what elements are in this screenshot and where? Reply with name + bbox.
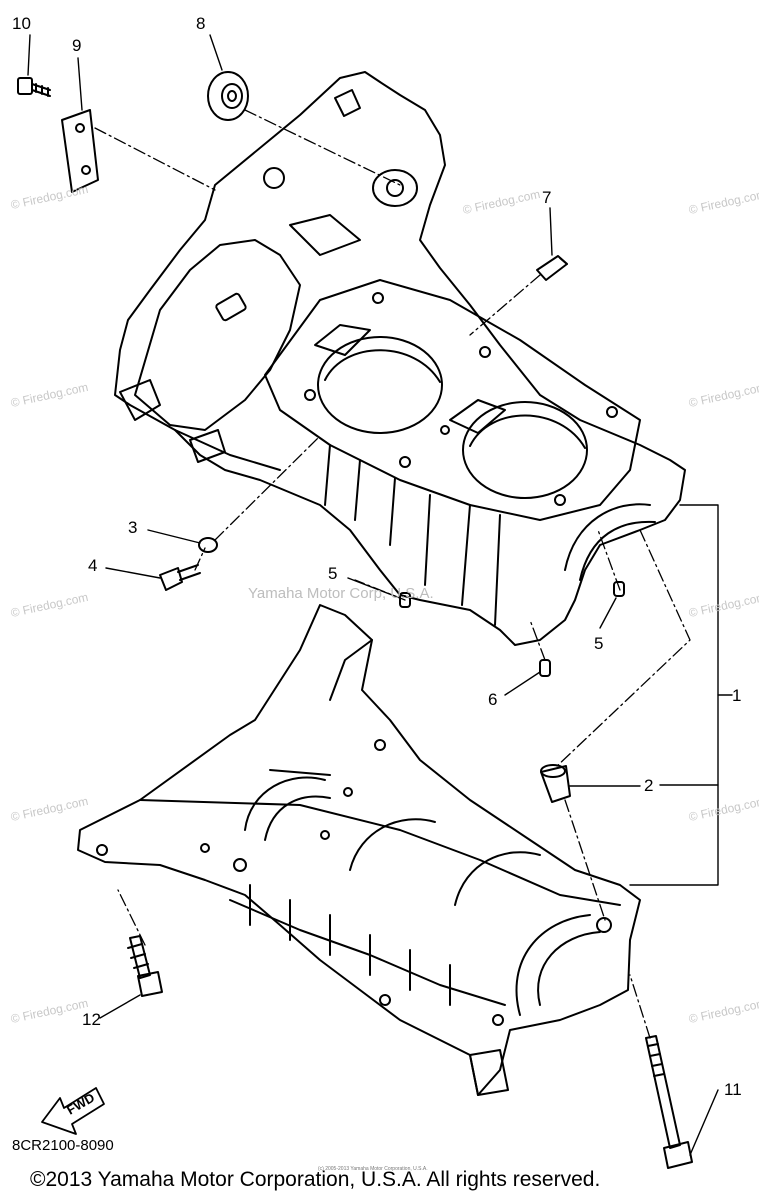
diagram-code: 8CR2100-8090 bbox=[12, 1137, 114, 1154]
bracket-part-11 bbox=[61, 109, 99, 193]
callout-2: 2 bbox=[644, 776, 654, 795]
bearing-part-10 bbox=[207, 71, 249, 121]
watermark-center: Yamaha Motor Corp, U.S.A. bbox=[248, 585, 434, 602]
copyright-notice: ©2013 Yamaha Motor Corporation, U.S.A. A… bbox=[30, 1168, 601, 1191]
washer-part-3 bbox=[198, 537, 218, 553]
lower-crankcase bbox=[77, 604, 641, 1096]
plug-part-2 bbox=[540, 764, 571, 803]
dowel-part-7 bbox=[536, 255, 568, 281]
leader-lines bbox=[27, 34, 733, 1156]
callout-5-right: 5 bbox=[594, 634, 604, 653]
upper-crankcase bbox=[114, 71, 686, 646]
tiny-credit: (c) 2005-2013 Yamaha Motor Corporation, … bbox=[318, 1166, 428, 1172]
callout-1: 1 bbox=[732, 686, 742, 705]
bolt-part-9 bbox=[127, 935, 163, 997]
callout-3: 3 bbox=[128, 518, 138, 537]
dowel-part-6 bbox=[539, 659, 551, 677]
alignment-lines bbox=[94, 109, 691, 1039]
callout-11: 9 bbox=[72, 36, 82, 55]
callout-10: 8 bbox=[196, 14, 206, 33]
callout-6: 6 bbox=[488, 690, 498, 709]
callout-9: 12 bbox=[82, 1010, 101, 1029]
callout-12: 10 bbox=[12, 14, 31, 33]
callout-8: 11 bbox=[724, 1080, 742, 1099]
callout-5-left: 5 bbox=[328, 564, 338, 583]
fwd-arrow: FWD bbox=[41, 1087, 105, 1135]
bolt-part-4 bbox=[159, 564, 201, 591]
callout-4: 4 bbox=[88, 556, 98, 575]
callout-7: 7 bbox=[542, 188, 552, 207]
bolt-part-12 bbox=[17, 77, 51, 97]
bolt-part-8 bbox=[645, 1035, 693, 1169]
dowel-part-5 bbox=[399, 581, 625, 608]
fwd-label: FWD bbox=[64, 1090, 97, 1118]
